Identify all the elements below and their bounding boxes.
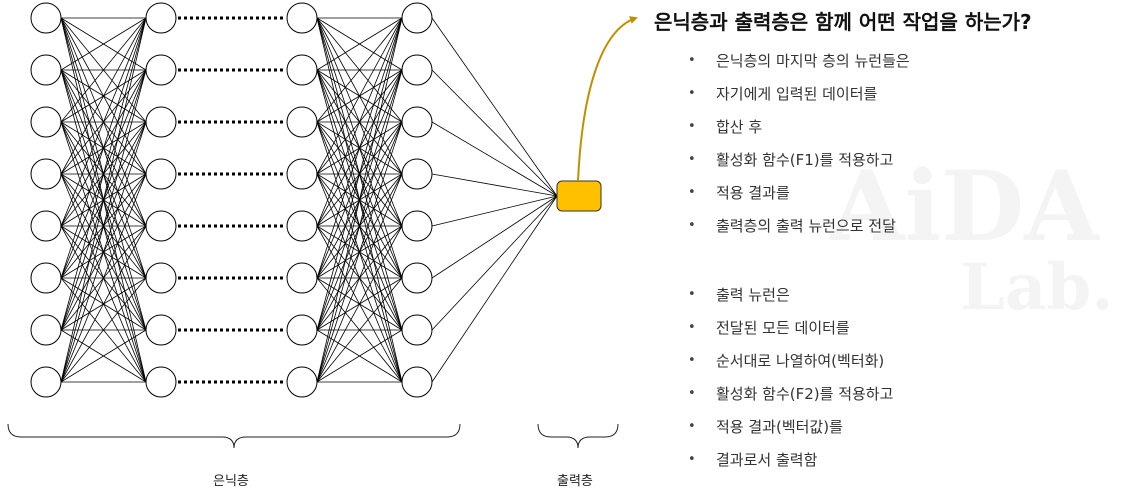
hidden-layer-label: 은닉층 (213, 474, 249, 489)
connection-line (60, 17, 147, 227)
connection-line (316, 17, 403, 383)
output-connection-line (431, 195, 558, 227)
connection-line (316, 17, 403, 279)
connection-line (316, 121, 403, 383)
connection-line (60, 17, 147, 279)
hidden-neuron (401, 366, 433, 398)
connection-line (316, 17, 403, 123)
output-connection-line (431, 195, 558, 279)
output-layer-brace (537, 423, 619, 449)
output-connection-line (431, 17, 558, 197)
hidden-neuron (145, 158, 177, 190)
output-connection-line (431, 173, 558, 197)
hidden-neuron (401, 314, 433, 346)
watermark-lab: Lab. (960, 250, 1114, 325)
connection-line (60, 225, 147, 383)
connection-line (60, 17, 147, 123)
bullet-item: 적용 결과를 (688, 182, 910, 215)
hidden-neuron (286, 158, 318, 190)
bullet-item: 적용 결과(벡터값)를 (688, 416, 910, 449)
bullet-item: 은닉층의 마지막 층의 뉴런들은 (688, 50, 910, 83)
bullet-item: 출력 뉴런은 (688, 284, 910, 317)
hidden-neuron (286, 106, 318, 138)
hidden-neuron (401, 158, 433, 190)
hidden-neuron (145, 210, 177, 242)
output-connection-line (431, 69, 558, 197)
connection-line (60, 17, 147, 383)
bullet-item: 활성화 함수(F1)를 적용하고 (688, 149, 910, 182)
connection-line (60, 17, 147, 331)
bullet-item: 결과로서 출력함 (688, 449, 910, 482)
connection-line (316, 17, 403, 227)
connection-line (316, 277, 403, 383)
curved-arrow (577, 16, 638, 182)
bullet-item: 전달된 모든 데이터를 (688, 317, 910, 350)
hidden-neuron (30, 210, 62, 242)
hidden-neuron (286, 210, 318, 242)
bullet-item: 합산 후 (688, 116, 910, 149)
hidden-neuron (286, 314, 318, 346)
hidden-neuron (286, 366, 318, 398)
connection-line (60, 277, 147, 383)
hidden-neuron (286, 262, 318, 294)
hidden-neuron (401, 262, 433, 294)
hidden-neuron (30, 262, 62, 294)
output-layer-label: 출력층 (557, 474, 593, 489)
bullet-item: 자기에게 입력된 데이터를 (688, 83, 910, 116)
connection-line (316, 329, 403, 383)
connection-line (316, 17, 403, 175)
connection-line (60, 17, 147, 71)
connection-line (60, 17, 147, 175)
output-connection-line (431, 195, 558, 383)
hidden-neuron (145, 366, 177, 398)
hidden-neuron (145, 262, 177, 294)
bullet-list: 은닉층의 마지막 층의 뉴런들은 자기에게 입력된 데이터를 합산 후 활성화 … (688, 50, 910, 482)
hidden-neuron (145, 314, 177, 346)
hidden-neuron (30, 366, 62, 398)
connection-line (316, 17, 403, 71)
output-neuron (556, 180, 602, 212)
hidden-neuron (286, 2, 318, 34)
connection-line (60, 121, 147, 383)
bullet-item: 순서대로 나열하여(벡터화) (688, 350, 910, 383)
output-connection-line (431, 121, 558, 197)
connection-line (316, 173, 403, 383)
output-connection-line (431, 195, 558, 331)
hidden-neuron (401, 106, 433, 138)
hidden-neuron (286, 54, 318, 86)
connection-line (60, 173, 147, 383)
hidden-neuron (30, 2, 62, 34)
hidden-layer-brace (7, 423, 461, 449)
hidden-neuron (30, 106, 62, 138)
hidden-neuron (401, 2, 433, 34)
connection-line (60, 329, 147, 383)
hidden-neuron (30, 314, 62, 346)
bullet-item: 출력층의 출력 뉴런으로 전달 (688, 215, 910, 248)
connection-line (316, 69, 403, 383)
connection-line (60, 69, 147, 383)
hidden-neuron (401, 54, 433, 86)
bullet-item: 활성화 함수(F2)를 적용하고 (688, 383, 910, 416)
connection-line (316, 17, 403, 331)
hidden-neuron (30, 158, 62, 190)
hidden-neuron (145, 54, 177, 86)
hidden-neuron (30, 54, 62, 86)
page-title: 은닉층과 출력층은 함께 어떤 작업을 하는가? (654, 10, 1032, 34)
hidden-neuron (145, 2, 177, 34)
hidden-neuron (401, 210, 433, 242)
connection-line (316, 225, 403, 383)
hidden-neuron (145, 106, 177, 138)
